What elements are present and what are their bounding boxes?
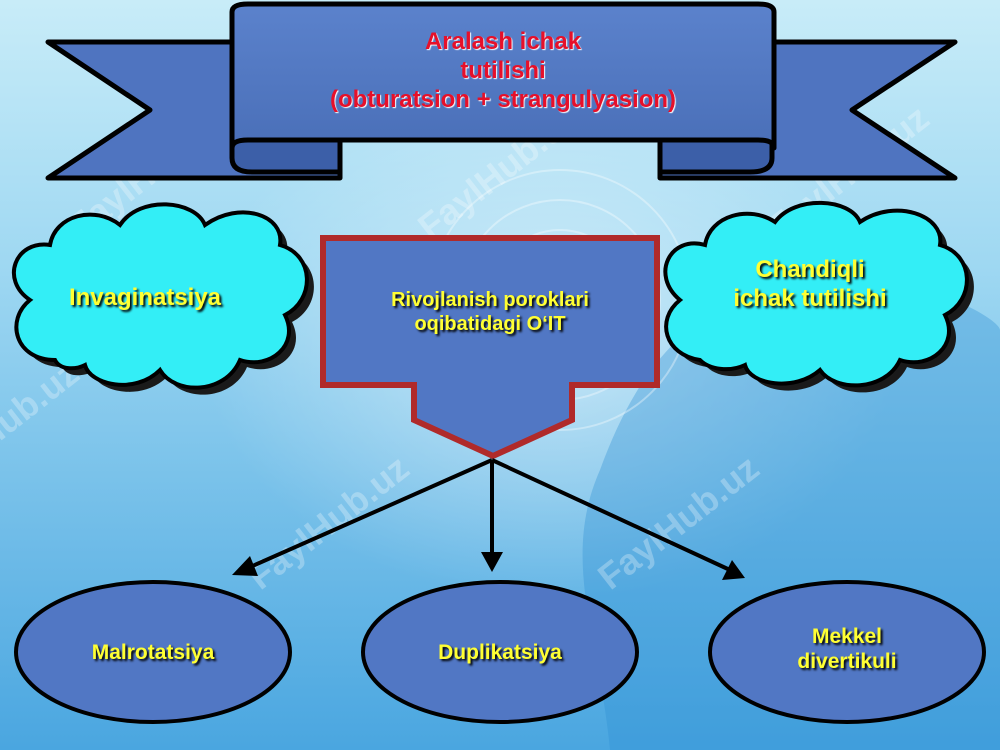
banner-title-line3: (obturatsion + strangulyasion) [329,85,677,113]
center-box-label: Rivojlanish poroklari oqibatidagi O‘IT [330,288,650,336]
banner-right-fold [657,137,775,175]
center-box-line1: Rivojlanish poroklari [391,289,589,311]
title-banner [45,1,958,181]
banner-main [229,1,777,151]
ellipse-duplikatsiya [361,580,639,724]
cloud-right-label: Chandiqli ichak tutilishi [690,256,930,314]
banner-left-fold [229,137,343,175]
ellipse-right-line2: divertikuli [797,650,897,674]
banner-title-line2: tutilishi [460,56,546,84]
cloud-right-line1: Chandiqli [755,256,865,283]
ellipse-malrotatsiya [14,580,292,724]
arrow-to-malrotatsiya [247,458,493,570]
ellipse-left-label: Malrotatsiya [91,641,215,664]
arrowhead-middle [481,552,503,572]
cloud-invaginatsiya [11,202,314,395]
cloud-chandiqli [663,200,974,393]
connector-arrows [232,458,745,580]
ellipse-right-line1: Mekkel [811,625,883,648]
ellipse-middle-label: Duplikatsiya [438,641,562,664]
arrowhead-left [232,556,258,576]
arrowhead-right [722,560,745,580]
cloud-left-label: Invaginatsiya [68,284,222,311]
ellipse-mekkel [708,580,986,724]
cloud-right-line2: ichak tutilishi [733,284,887,312]
arrow-to-mekkel [491,458,731,572]
center-box-line2: oqibatidagi O‘IT [414,313,566,335]
banner-title-line1: Aralash ichak [424,28,582,55]
ellipse-right-label: Mekkel divertikuli [727,624,967,674]
center-arrow-box [320,235,660,460]
banner-title: Aralash ichak tutilishi (obturatsion + s… [240,28,766,114]
